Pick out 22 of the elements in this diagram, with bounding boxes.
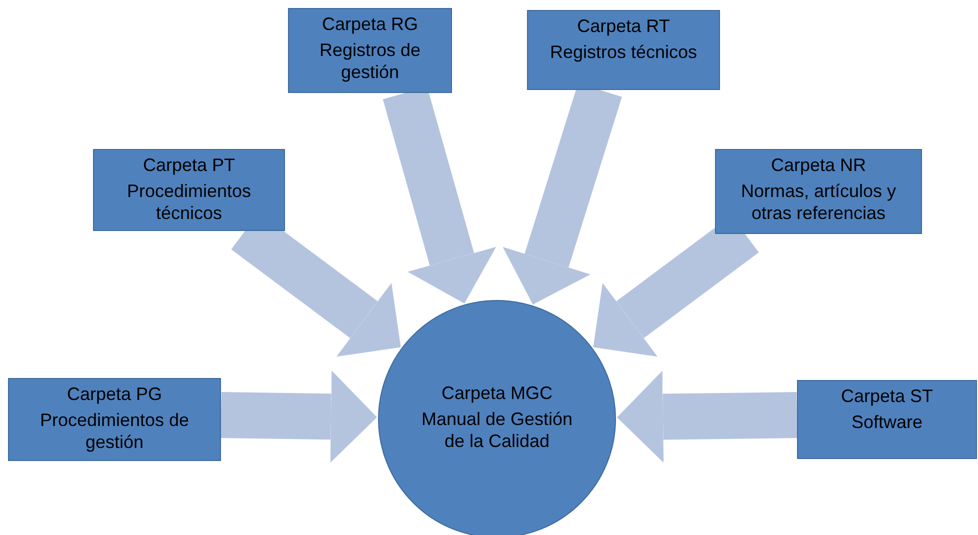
process-box bbox=[715, 149, 922, 234]
node-description: Procedimientos técnicos bbox=[126, 180, 252, 224]
node-title: Carpeta ST bbox=[840, 385, 934, 407]
process-box bbox=[8, 378, 221, 461]
process-box bbox=[93, 149, 285, 231]
process-box bbox=[527, 10, 720, 90]
node-description: Software bbox=[851, 411, 923, 433]
node-description: Procedimientos de gestión bbox=[38, 409, 190, 453]
node-title: Carpeta NR bbox=[770, 154, 866, 176]
process-box bbox=[288, 8, 452, 93]
node-description: Normas, artículos y otras referencias bbox=[740, 180, 898, 224]
node-title: Carpeta RT bbox=[577, 15, 670, 37]
node-description: Registros técnicos bbox=[550, 41, 698, 63]
node-description: Manual de Gestión de la Calidad bbox=[420, 408, 574, 452]
block-arrow bbox=[617, 370, 798, 463]
process-box bbox=[797, 380, 977, 459]
node-title: Carpeta RG bbox=[322, 13, 418, 35]
node-title: Carpeta MGC bbox=[441, 382, 553, 404]
node-title: Carpeta PT bbox=[142, 154, 236, 176]
block-arrow bbox=[220, 370, 377, 463]
node-description: Registros de gestión bbox=[318, 39, 422, 83]
node-title: Carpeta PG bbox=[66, 383, 162, 405]
